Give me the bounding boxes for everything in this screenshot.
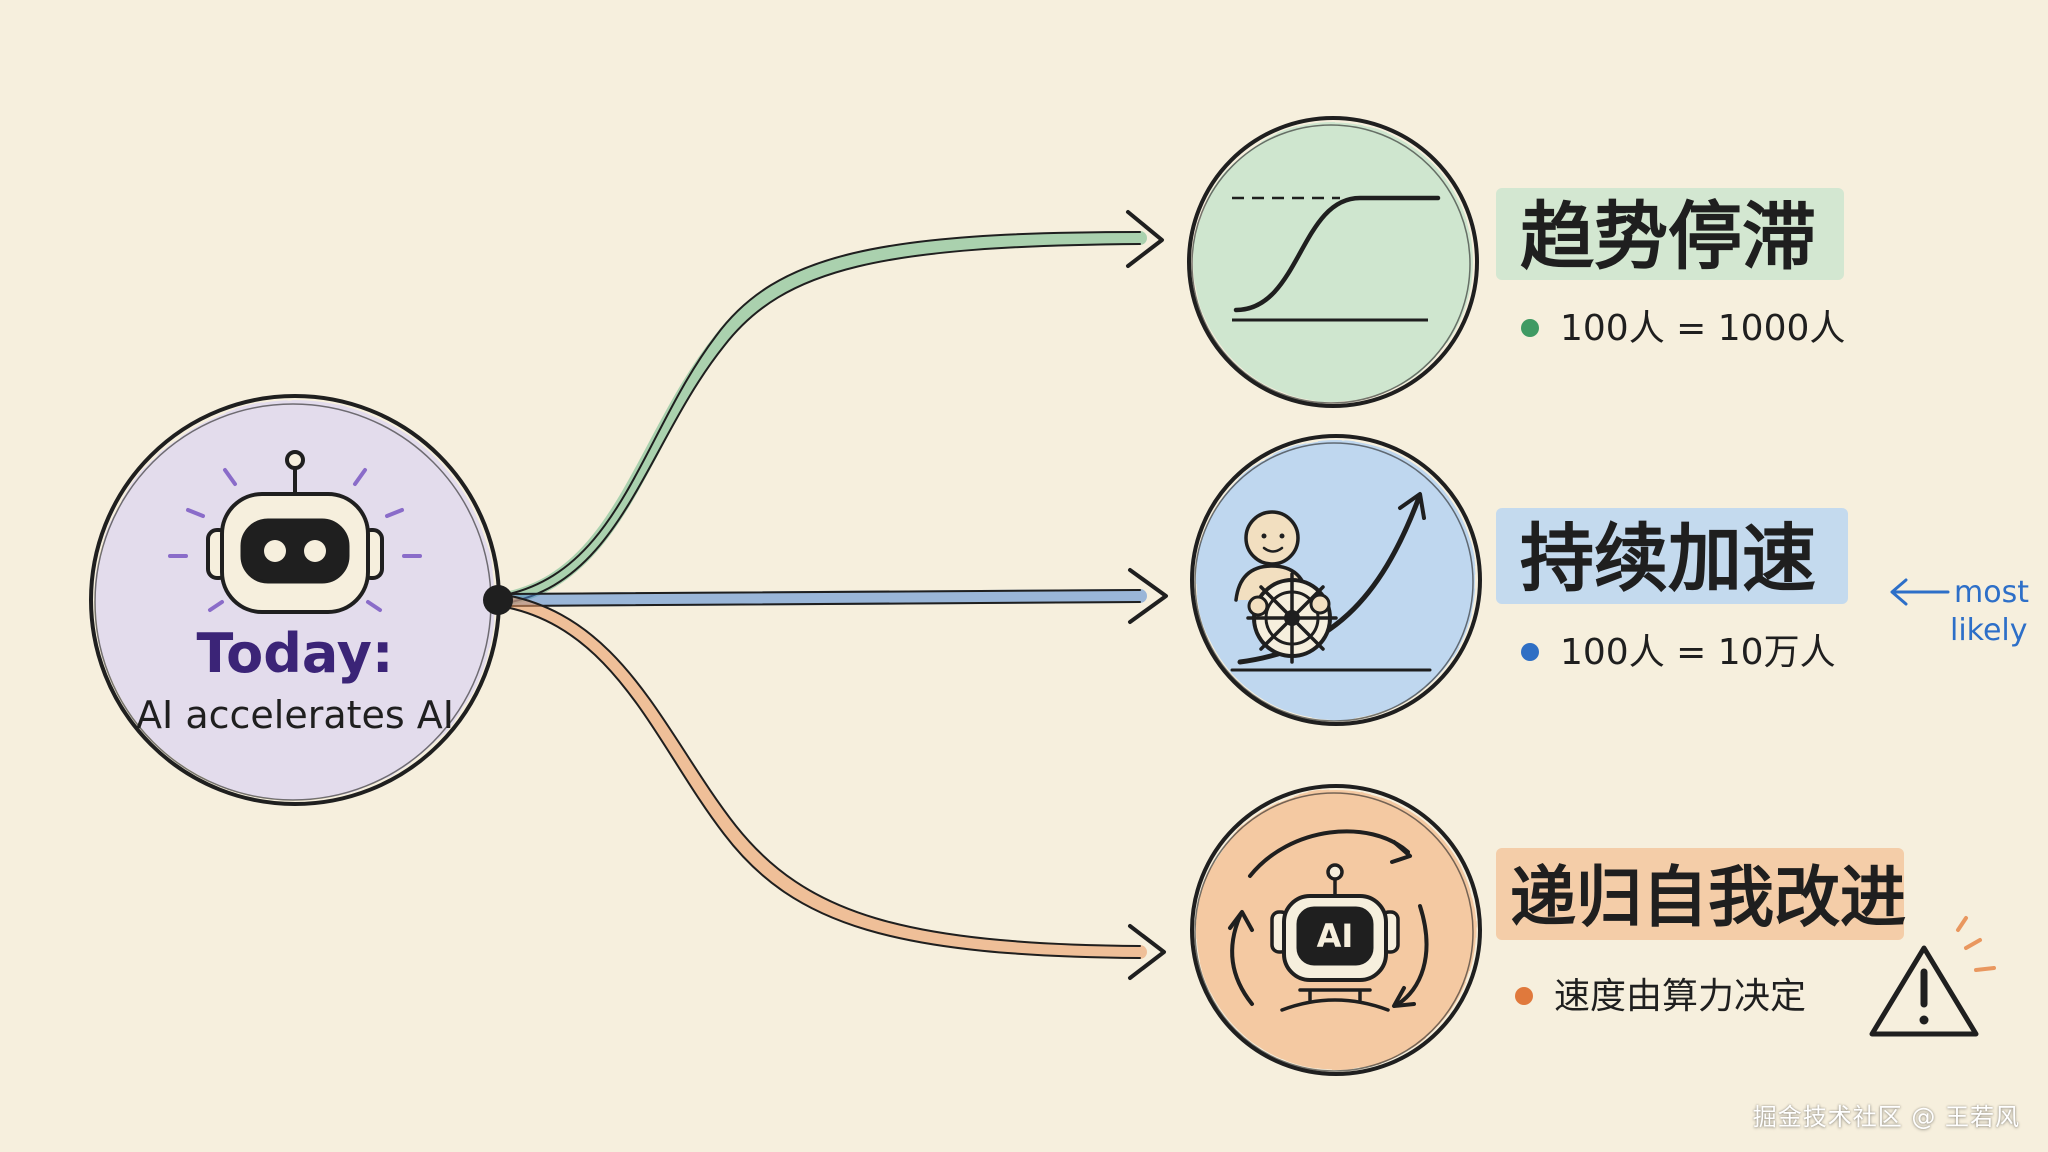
outcome-bullet: 速度由算力决定: [1554, 976, 1806, 1017]
connector-to-recursion: [493, 593, 1166, 980]
bullet-dot-blue: [1521, 643, 1539, 661]
ai-robot-cycle-icon: [1190, 784, 1482, 1076]
watermark: 掘金技术社区 @ 王若风: [1752, 1103, 2020, 1131]
robot-label: AI: [1317, 917, 1354, 955]
outcome-recursion: AI 递归自我改进 速度由算力决定: [1190, 784, 1996, 1076]
connector-to-acceleration: [493, 568, 1168, 624]
title-highlight-green: [1496, 188, 1844, 280]
connector-to-stagnation: [493, 210, 1164, 607]
outcome-title: 持续加速: [1520, 516, 1816, 602]
outcome-acceleration: 持续加速 100人 = 10万人 most likely: [1190, 434, 2029, 726]
arrowhead-orange: [1128, 924, 1166, 980]
warning-icon: [1869, 916, 1996, 1037]
ship-wheel-icon: [1246, 572, 1338, 664]
hub-dot: [483, 585, 513, 615]
robot-icon: [168, 450, 422, 614]
s-curve-plateau-icon: [1187, 116, 1479, 408]
outcome-bullet: 100人 = 10万人: [1560, 632, 1836, 673]
bullet-dot-green: [1521, 319, 1539, 337]
note-line-1: most: [1954, 575, 2029, 610]
source-node: Today: AI accelerates AI: [89, 394, 501, 806]
note-line-2: likely: [1950, 613, 2028, 648]
outcome-stagnation: 趋势停滞 100人 = 1000人: [1187, 116, 1845, 408]
arrowhead-green: [1126, 210, 1164, 268]
arrowhead-blue: [1128, 568, 1168, 624]
title-highlight-orange: [1496, 848, 1904, 940]
most-likely-note: most likely: [1890, 575, 2029, 648]
title-highlight-blue: [1496, 508, 1848, 604]
source-title: Today:: [197, 622, 394, 685]
source-subtitle: AI accelerates AI: [136, 693, 454, 737]
outcome-bullet: 100人 = 1000人: [1560, 308, 1845, 349]
outcome-title: 递归自我改进: [1510, 859, 1906, 936]
person-at-helm-exponential-icon: [1190, 434, 1482, 726]
outcome-title: 趋势停滞: [1520, 194, 1816, 280]
bullet-dot-orange: [1515, 987, 1533, 1005]
